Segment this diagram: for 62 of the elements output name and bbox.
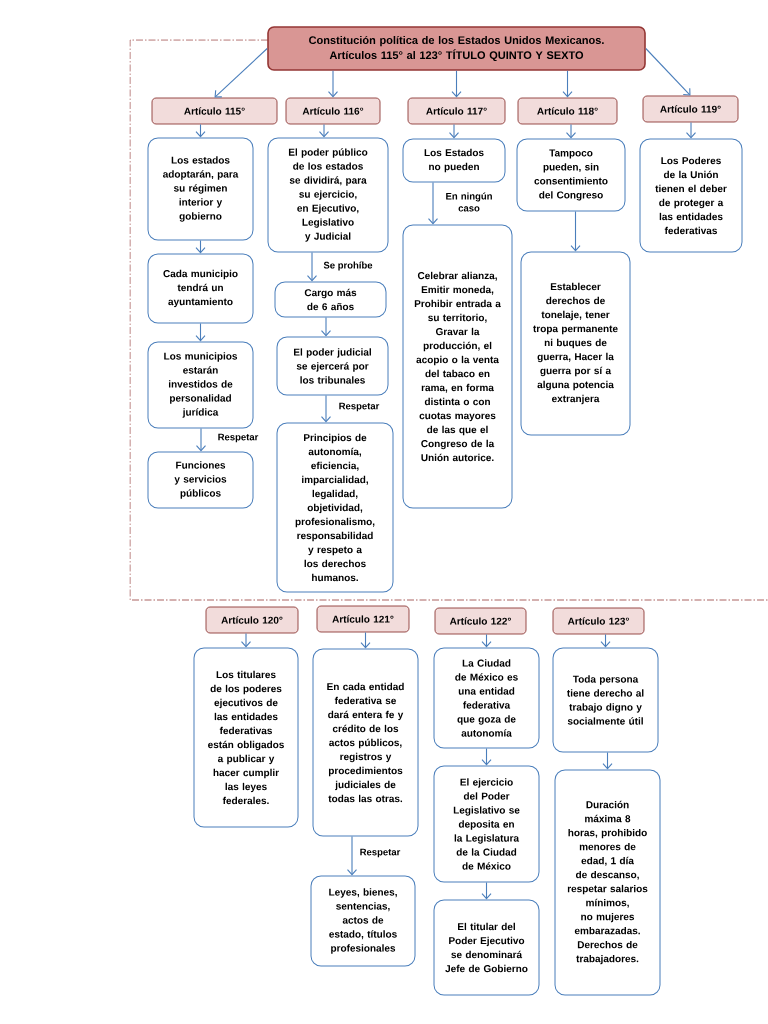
text-box: El titular del Poder Ejecutivo se denominará Jefe de Gobierno xyxy=(433,899,540,996)
arrow xyxy=(481,633,492,648)
arrow xyxy=(565,123,577,139)
edge-label: En ningún caso xyxy=(440,191,498,213)
article-box: Artículo 115° xyxy=(151,97,278,125)
article-box: Artículo 122° xyxy=(434,607,527,635)
text-box: Cargo más de 6 años xyxy=(274,281,387,318)
text-box: Establecer derechos de tonelaje, tener tropa permanente ni buques de guerra, Hacer la guerra por sí a alguna potencia extranjera xyxy=(520,251,631,436)
text-box: Cada municipio tendrá un ayuntamiento xyxy=(147,253,254,324)
text-box: Toda persona tiene derecho al trabajo digno y socialmente útil xyxy=(552,647,659,753)
arrow xyxy=(195,322,206,342)
arrow xyxy=(448,123,460,139)
arrow xyxy=(481,747,492,766)
text-box: El poder público de los estados se dividirá, para su ejercicio, en Ejecutivo, Legislativo y Judicial xyxy=(267,137,389,253)
article-box: Artículo 118° xyxy=(517,97,618,125)
text-box: En cada entidad federativa se dará entera fe y crédito de los actos públicos, registros y procedimientos judiciales de todas las otras. xyxy=(312,648,419,837)
text-box: Tampoco pueden, sin consentimiento del Congreso xyxy=(516,138,626,212)
edge-label: Se prohíbe xyxy=(322,260,374,272)
edge-label: Respetar xyxy=(337,401,381,413)
arrow xyxy=(685,121,697,139)
text-box: Los estados adoptarán, para su régimen interior y gobierno xyxy=(147,137,254,241)
article-box: Artículo 120° xyxy=(205,606,299,634)
arrow xyxy=(320,316,332,337)
arrow xyxy=(451,70,462,98)
arrow xyxy=(195,123,206,138)
text-box: El poder judicial se ejercerá por los tribunales xyxy=(276,336,389,396)
text-box: Celebrar alianza, Emitir moneda, Prohibir entrada a su territorio, Gravar la producción, el acopio o la venta del tabaco en rama, en forma distinta o con cuotas mayores de las que el Congreso de la Unión autorice. xyxy=(402,224,513,509)
arrow xyxy=(570,210,581,252)
article-box: Artículo 123° xyxy=(552,607,645,635)
arrow xyxy=(327,70,339,98)
article-box: Artículo 121° xyxy=(316,605,410,633)
arrow xyxy=(360,631,371,649)
text-box: Duración máxima 8 horas, prohibido menores de edad, 1 día de descanso, respetar salarios mínimos, no mujeres embarazadas. Derechos de trabajadores. xyxy=(554,769,661,996)
text-box: Leyes, bienes, sentencias, actos de estado, títulos profesionales xyxy=(310,875,416,967)
arrow xyxy=(481,881,492,900)
arrow xyxy=(562,70,573,98)
article-box: Artículo 116° xyxy=(285,97,381,125)
text-box: El ejercicio del Poder Legislativo se deposita en la Legislatura de la Ciudad de México xyxy=(433,765,540,883)
text-box: Los Estados no pueden xyxy=(402,138,506,183)
text-box: Los titulares de los poderes ejecutivos de las entidades federativas están obligados a publicar y hacer cumplir las leyes federales. xyxy=(193,647,299,828)
arrow xyxy=(600,633,611,648)
text-box: Principios de autonomía, eficiencia, imparcialidad, legalidad, objetividad, profesionalismo, responsabilidad y respeto a los derechos humanos. xyxy=(276,422,394,593)
text-box: Los municipios estarán investidos de personalidad jurídica xyxy=(147,341,254,429)
arrow xyxy=(214,47,268,98)
arrow xyxy=(602,751,613,770)
title-box: Constitución política de los Estados Unidos Mexicanos. Artículos 115° al 123° TÍTULO QUINTO Y SEXTO xyxy=(267,26,646,71)
arrow xyxy=(306,251,318,282)
arrow xyxy=(346,835,358,876)
arrow xyxy=(195,427,207,452)
text-box: Funciones y servicios públicos xyxy=(147,451,254,509)
arrow xyxy=(645,47,691,96)
arrow xyxy=(320,394,332,423)
arrow xyxy=(318,123,330,138)
arrow xyxy=(427,181,439,225)
edge-label: Respetar xyxy=(216,432,260,444)
article-box: Artículo 117° xyxy=(407,97,506,125)
arrow xyxy=(195,239,206,254)
arrow xyxy=(240,632,252,648)
edge-label: Respetar xyxy=(358,847,402,859)
article-box: Artículo 119° xyxy=(642,95,739,123)
text-box: La Ciudad de México es una entidad federativa que goza de autonomía xyxy=(433,647,540,749)
text-box: Los Poderes de la Unión tienen el deber de proteger a las entidades federativas xyxy=(639,138,743,253)
